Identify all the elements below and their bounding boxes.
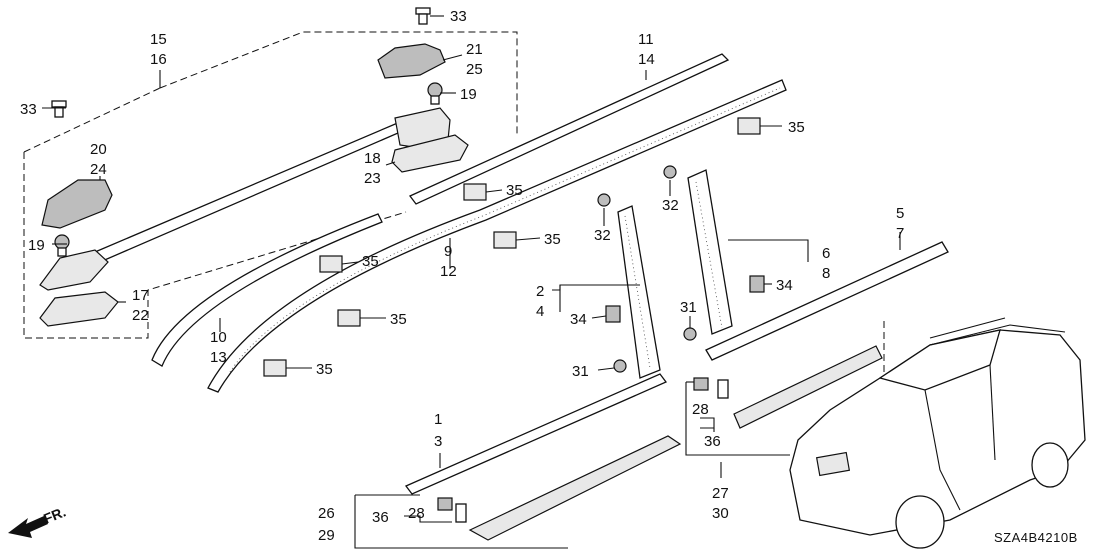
label-10: 10 [210, 329, 227, 346]
label-34b: 34 [776, 277, 793, 294]
label-30: 30 [712, 505, 729, 522]
label-35d: 35 [362, 253, 379, 270]
label-28b: 28 [408, 505, 425, 522]
label-4: 4 [536, 303, 544, 320]
roof-molding-11 [408, 53, 730, 205]
label-21: 21 [466, 41, 483, 58]
label-11: 11 [638, 31, 654, 48]
roof-rail-end-cap-20 [41, 179, 113, 229]
label-35e: 35 [390, 311, 407, 328]
label-33b: 33 [20, 101, 37, 118]
label-18: 18 [364, 150, 381, 167]
clip-33-top [415, 7, 431, 25]
label-27: 27 [712, 485, 729, 502]
label-6: 6 [822, 245, 830, 262]
rear-door-lower-group-box [685, 382, 790, 456]
label-33a: 33 [450, 8, 467, 25]
label-26: 26 [318, 505, 335, 522]
label-16: 16 [150, 51, 167, 68]
label-13: 13 [210, 349, 227, 366]
vehicle-illustration [789, 317, 1086, 549]
label-14: 14 [638, 51, 655, 68]
clip-35-c [493, 231, 517, 249]
clip-19-left [54, 234, 70, 257]
label-19b: 19 [28, 237, 45, 254]
label-36a: 36 [704, 433, 721, 450]
label-35b: 35 [506, 182, 523, 199]
roof-rail-group-box [159, 31, 518, 135]
clip-34-a [605, 305, 621, 323]
label-35c: 35 [544, 231, 561, 248]
roof-rail-group-box-lower [23, 152, 407, 339]
clip-31-b [683, 327, 697, 341]
label-15: 15 [150, 31, 167, 48]
roof-rail-base-18 [391, 134, 469, 173]
front-pillar-garnish-dots [624, 215, 651, 369]
rear-pillar-garnish [687, 169, 733, 335]
front-door-garnish [468, 435, 682, 541]
label-28a: 28 [692, 401, 709, 418]
label-32a: 32 [594, 227, 611, 244]
label-19a: 19 [460, 86, 477, 103]
roof-rail-group-box-edge [23, 87, 161, 153]
label-23: 23 [364, 170, 381, 187]
door-lower-group-box [354, 495, 568, 549]
label-3: 3 [434, 433, 442, 450]
label-12: 12 [440, 263, 457, 280]
clip-32-a [597, 193, 611, 207]
diagram-code: SZA4B4210B [994, 530, 1078, 545]
roof-rail-end-cap-21 [377, 43, 446, 79]
clip-35-a [737, 117, 761, 135]
clip-35-d [319, 255, 343, 273]
rear-pillar-garnish-dots [695, 181, 723, 329]
clip-35-b [463, 183, 487, 201]
label-29: 29 [318, 527, 335, 544]
label-36b: 36 [372, 509, 389, 526]
label-8: 8 [822, 265, 830, 282]
front-belt-molding [404, 373, 668, 495]
label-35f: 35 [316, 361, 333, 378]
clip-31-a [613, 359, 627, 373]
front-direction-arrow [8, 516, 48, 538]
clip-36-b [717, 379, 729, 399]
direction-label: FR. [41, 503, 68, 526]
label-9: 9 [444, 243, 452, 260]
label-20: 20 [90, 141, 107, 158]
rear-belt-molding [705, 241, 949, 361]
label-17: 17 [132, 287, 149, 304]
clip-34-b [749, 275, 765, 293]
clip-19-top [427, 82, 443, 105]
rear-door-garnish [733, 345, 883, 429]
roof-rail-base-17 [39, 291, 119, 327]
label-25: 25 [466, 61, 483, 78]
label-22: 22 [132, 307, 149, 324]
label-2: 2 [536, 283, 544, 300]
clip-32-b [663, 165, 677, 179]
clip-28-a [437, 497, 453, 511]
roof-rail-front [94, 121, 406, 263]
clip-36-a [455, 503, 467, 523]
label-35a: 35 [788, 119, 805, 136]
leader-lines [42, 15, 901, 523]
label-31a: 31 [572, 363, 589, 380]
clip-35-f [263, 359, 287, 377]
clip-28-b [693, 377, 709, 391]
roof-molding-10 [151, 213, 383, 367]
callout-labels: 33 15 16 21 25 33 19 11 14 35 20 24 18 2… [20, 8, 1078, 545]
label-24: 24 [90, 161, 107, 178]
label-31b: 31 [680, 299, 697, 316]
label-1: 1 [434, 411, 442, 428]
front-pillar-garnish [617, 205, 661, 379]
label-32b: 32 [662, 197, 679, 214]
label-5: 5 [896, 205, 904, 222]
roof-molding-9 [207, 79, 787, 393]
label-34a: 34 [570, 311, 587, 328]
roof-rail-front-bracket [39, 249, 109, 291]
clip-33-left [51, 100, 67, 118]
clip-35-e [337, 309, 361, 327]
label-7: 7 [896, 225, 904, 242]
